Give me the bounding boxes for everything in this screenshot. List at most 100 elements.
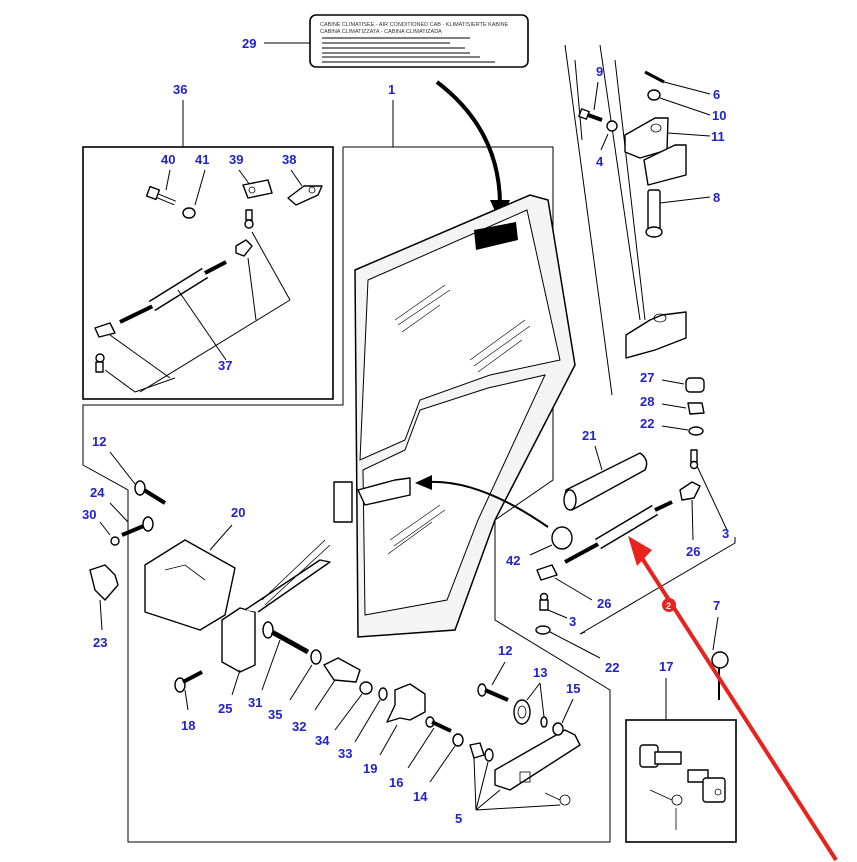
gas-strut-37 [94, 231, 291, 393]
arrow-plate-to-door [435, 80, 502, 206]
callout-23: 23 [93, 635, 107, 650]
callout-28: 28 [640, 394, 654, 409]
bracket-3-26 [579, 537, 736, 635]
outer-handle [494, 729, 581, 791]
cap-27 [685, 377, 705, 393]
key-icon [544, 792, 571, 806]
callout-24: 24 [90, 485, 105, 500]
callout-9: 9 [596, 64, 603, 79]
callout-7: 7 [713, 598, 720, 613]
callout-35: 35 [268, 707, 282, 722]
washer-30 [110, 536, 120, 546]
callout-10: 10 [712, 108, 726, 123]
washer-34 [334, 681, 373, 731]
callout-29: 29 [242, 36, 256, 51]
callout-3b: 3 [569, 614, 576, 629]
hinge-11 [624, 117, 711, 186]
handle-parts-5 [469, 729, 581, 811]
washer-22 [688, 426, 704, 436]
nut-41 [182, 169, 206, 219]
callout-14: 14 [413, 789, 428, 804]
callout-42: 42 [506, 553, 520, 568]
ball-stud-3b [539, 592, 568, 619]
cap-42 [529, 526, 573, 556]
socket-26 [679, 481, 701, 541]
cab-pillar [564, 44, 646, 396]
kit-box-17 [625, 719, 737, 843]
callout-39: 39 [229, 152, 243, 167]
assembly-frame-outline [82, 146, 611, 843]
highlight-badge [662, 598, 676, 612]
gas-strut-main [564, 500, 673, 564]
callout-20: 20 [231, 505, 245, 520]
plate-38 [287, 169, 323, 206]
callout-13: 13 [533, 665, 547, 680]
sleeve-21 [563, 452, 648, 511]
bolt-31 [261, 621, 310, 691]
callout-26b: 26 [597, 596, 611, 611]
washer-22b [535, 625, 601, 659]
callout-12b: 12 [498, 643, 512, 658]
callout-32: 32 [292, 719, 306, 734]
inner-handle [357, 477, 411, 506]
callout-19: 19 [363, 761, 377, 776]
bolt-24 [121, 516, 154, 537]
washer-35 [289, 649, 322, 701]
bracket-23 [89, 564, 119, 631]
washer-14 [429, 733, 464, 783]
callout-25: 25 [218, 701, 232, 716]
callout-12: 12 [92, 434, 106, 449]
bracket-19 [379, 683, 426, 756]
callout-18: 18 [181, 718, 195, 733]
callout-33: 33 [338, 746, 352, 761]
highlight-arrow: 2 [628, 536, 838, 862]
lock-block-32 [314, 657, 361, 711]
hinge-lower [625, 311, 687, 359]
callout-4: 4 [596, 154, 604, 169]
arrow-head-icon [415, 475, 432, 490]
label-position-mark [474, 222, 518, 250]
highlight-badge-text: 2 [666, 601, 671, 611]
callout-1: 1 [388, 82, 395, 97]
callout-38: 38 [282, 152, 296, 167]
callout-41: 41 [195, 152, 209, 167]
callout-36: 36 [173, 82, 187, 97]
roller-13 [513, 682, 548, 728]
cotter-pin-6 [644, 70, 711, 95]
washer-4 [600, 120, 618, 151]
washer-15 [552, 698, 574, 736]
washer-33 [354, 687, 388, 743]
lock-cylinder-kit [639, 744, 726, 830]
callout-15: 15 [566, 681, 580, 696]
screw-18 [174, 670, 203, 711]
callout-11: 11 [711, 129, 725, 144]
kit-box-36 [82, 146, 334, 400]
callout-30: 30 [82, 507, 96, 522]
callout-27: 27 [640, 370, 654, 385]
key-icon [649, 789, 683, 806]
callout-17: 17 [659, 659, 673, 674]
socket-26b [536, 564, 593, 601]
plate-text-line2: CABINA CLIMATIZZATA - CABINA CLIMATIZADA [320, 29, 442, 35]
callout-8: 8 [713, 190, 720, 205]
callout-40: 40 [161, 152, 175, 167]
callout-3: 3 [722, 526, 729, 541]
callout-21: 21 [582, 428, 596, 443]
latch-cover-20 [144, 539, 236, 631]
bolt-12b [477, 683, 509, 702]
bolt-12 [134, 480, 167, 505]
latch-25 [221, 539, 331, 696]
callout-34: 34 [315, 733, 330, 748]
callout-31: 31 [248, 695, 262, 710]
screw-16 [407, 716, 452, 769]
callout-26: 26 [686, 544, 700, 559]
callout-16: 16 [389, 775, 403, 790]
ball-stud-3 [689, 449, 728, 531]
lock-key-7 [711, 651, 729, 700]
nut-28 [687, 402, 705, 415]
washer-10 [647, 89, 711, 116]
hinge-pin-8 [645, 189, 711, 238]
callout-22: 22 [640, 416, 654, 431]
plate-text-line1: CABINE CLIMATISEE - AIR CONDITIONED CAB … [320, 22, 509, 28]
